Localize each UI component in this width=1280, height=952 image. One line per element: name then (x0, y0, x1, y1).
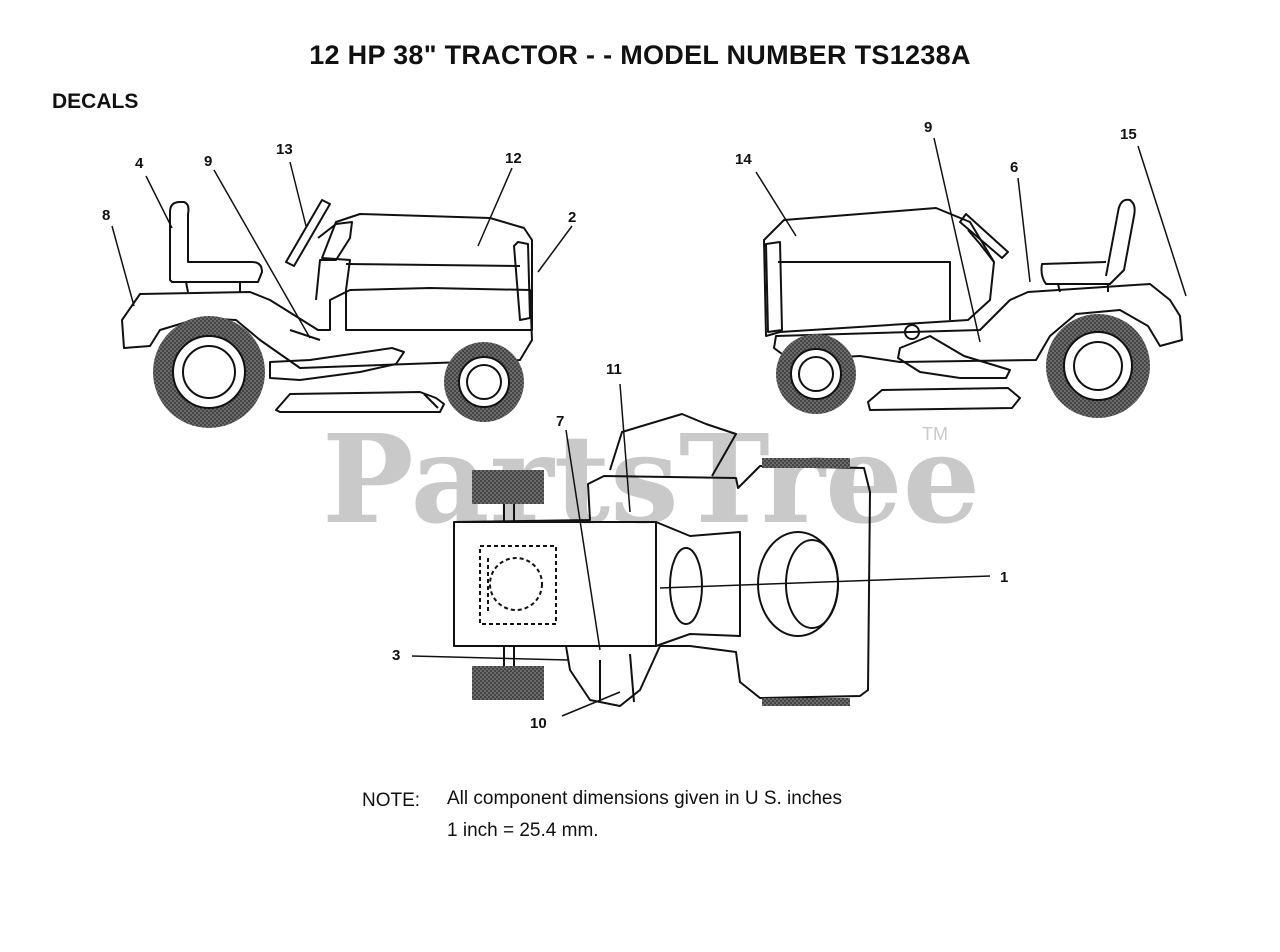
note-label: NOTE: (362, 790, 421, 811)
callout-10: 10 (530, 715, 547, 732)
callout-7: 7 (556, 413, 564, 430)
callout-3: 3 (392, 647, 400, 664)
right-view-leaders (755, 137, 1187, 343)
watermark-trademark: TM (922, 424, 948, 444)
right-side-view (763, 198, 1183, 411)
note-dimensions: All component dimensions given in U S. i… (447, 788, 842, 809)
callout-4: 4 (135, 155, 144, 172)
section-heading: DECALS (52, 90, 139, 113)
watermark-text: PartsTree (322, 407, 980, 551)
callout-1: 1 (1000, 569, 1008, 586)
callout-11: 11 (606, 361, 622, 378)
top-view-leaders (411, 383, 991, 717)
callout-8: 8 (102, 207, 110, 224)
callout-15: 15 (1120, 126, 1137, 143)
page-title: 12 HP 38" TRACTOR - - MODEL NUMBER TS123… (309, 40, 971, 70)
left-view-wheels (153, 316, 524, 428)
left-view-leaders (111, 161, 573, 339)
callout-14: 14 (735, 151, 752, 168)
callout-13: 13 (276, 141, 293, 158)
callout-6: 6 (1010, 159, 1018, 176)
callout-12: 12 (505, 150, 522, 167)
top-view-tires (472, 458, 850, 706)
callout-2: 2 (568, 209, 576, 226)
top-view-axles (503, 504, 515, 666)
callout-9-left: 9 (204, 153, 212, 170)
right-view-wheels (776, 314, 1150, 418)
note-conversion: 1 inch = 25.4 mm. (447, 820, 599, 841)
top-view (453, 413, 871, 707)
callout-9-right: 9 (924, 119, 932, 136)
